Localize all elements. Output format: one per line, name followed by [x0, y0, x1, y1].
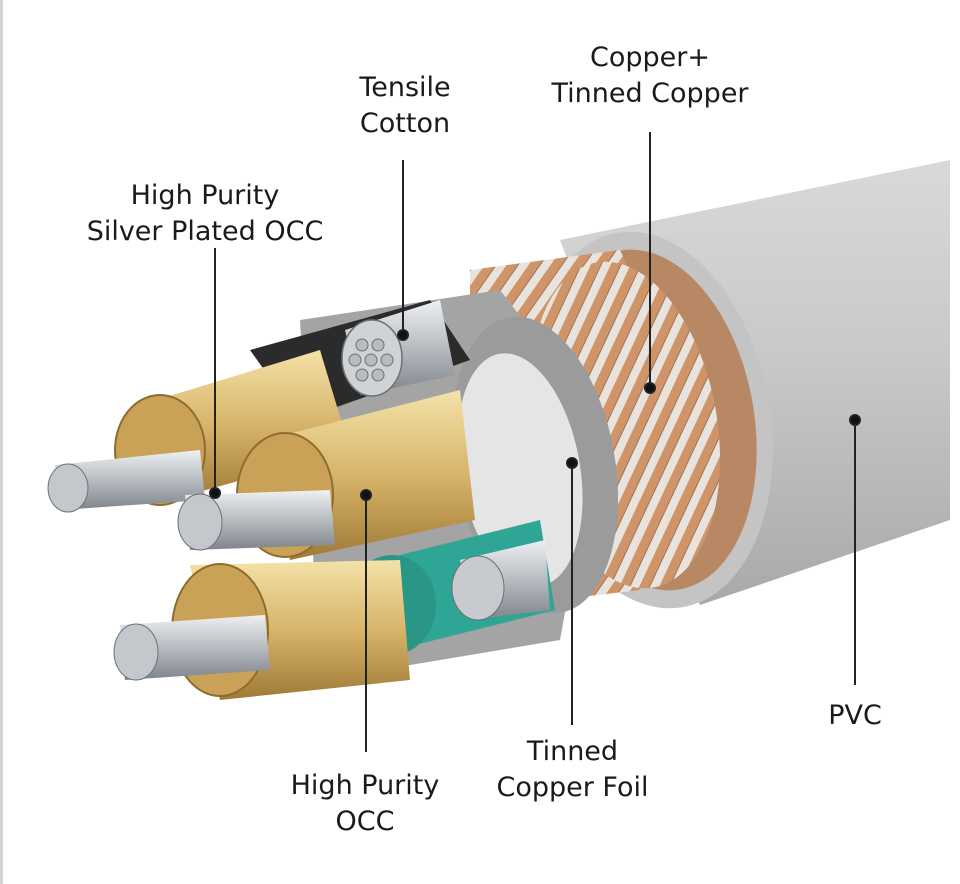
silver-strand-left — [47, 450, 205, 513]
leader-dot-silver — [209, 487, 221, 499]
label-copper-tinned-copper: Copper+ Tinned Copper — [551, 42, 749, 109]
leader-dot-pvc — [849, 414, 861, 426]
label-silver-plated-occ: High Purity Silver Plated OCC — [86, 180, 324, 247]
frame-left-border — [0, 0, 3, 884]
leader-dot-occ — [360, 489, 372, 501]
label-tensile-cotton: Tensile Cotton — [359, 72, 451, 139]
tensile-cotton-bundle — [341, 300, 455, 397]
label-high-purity-occ: High Purity OCC — [290, 770, 440, 837]
label-tinned-copper-foil: Tinned Copper Foil — [496, 736, 649, 803]
label-pvc: PVC — [828, 700, 882, 731]
leader-dot-tensile — [397, 329, 409, 341]
silver-strand-lower — [113, 615, 270, 681]
leader-dot-braid — [644, 382, 656, 394]
leader-dot-foil — [566, 457, 578, 469]
silver-strand-middle — [177, 490, 335, 551]
